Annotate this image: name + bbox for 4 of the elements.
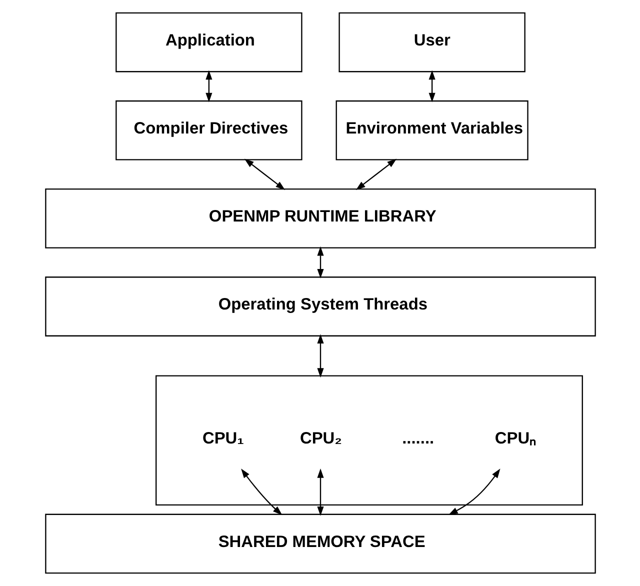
node-text: CPU₁ bbox=[202, 430, 244, 448]
label: ....... bbox=[402, 430, 434, 448]
node-text: CPUₙ bbox=[494, 430, 536, 448]
node-text: CPU₂ bbox=[299, 430, 342, 448]
